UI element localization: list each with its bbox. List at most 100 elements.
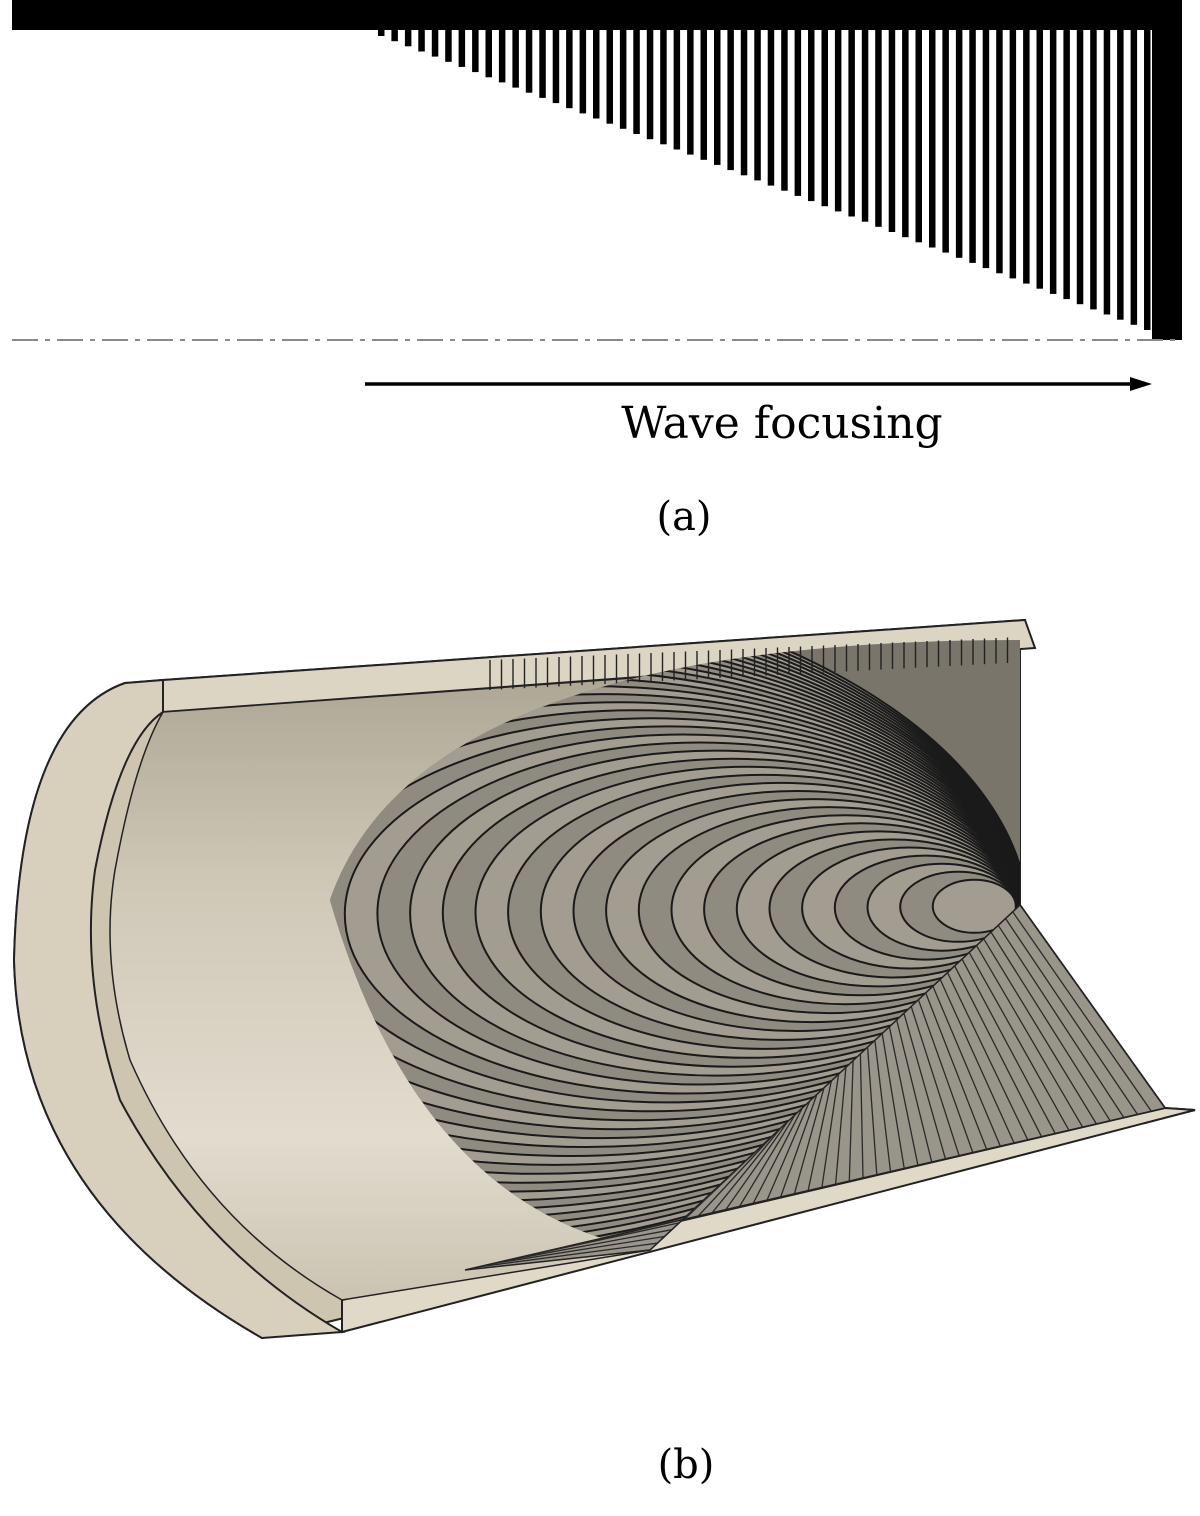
floor-rib (684, 1141, 767, 1220)
comb-tooth (808, 30, 815, 202)
floor-rib (917, 999, 974, 1153)
floor-rib (848, 1060, 854, 1182)
comb-tooth (512, 30, 519, 88)
comb-tooth (646, 30, 654, 140)
comb-tooth (727, 30, 734, 171)
comb-tooth (458, 30, 466, 67)
comb-tooth (673, 30, 681, 150)
comb-tooth (633, 30, 640, 134)
floor-rib (997, 924, 1125, 1118)
comb-tooth (1049, 30, 1057, 294)
shell-end-rim (12, 678, 346, 1340)
floor-rib (738, 1114, 796, 1207)
floor-rib (866, 1047, 878, 1175)
comb-tooth (942, 30, 949, 253)
comb-tooth (525, 30, 533, 93)
wave-arrow-head (1130, 377, 1152, 391)
comb-tooth (1130, 30, 1138, 325)
floor-rib (888, 1026, 919, 1166)
floor-rib (983, 938, 1097, 1125)
floor-rib (975, 945, 1084, 1128)
comb-tooth (552, 30, 560, 104)
floor-rib (492, 1235, 665, 1265)
comb-tooth (1090, 30, 1097, 310)
comb-tooth (794, 30, 802, 196)
comb-tooth (915, 30, 922, 243)
comb-tooth (781, 30, 788, 191)
caption-b: (b) (658, 1442, 715, 1488)
floor-rib (725, 1121, 789, 1210)
comb-tooth (579, 30, 587, 114)
floor-rib (780, 1094, 818, 1198)
floor-rib (881, 1033, 905, 1169)
floor-rib (821, 1074, 840, 1188)
floor-rib (939, 979, 1015, 1144)
comb-tooth (378, 30, 385, 36)
comb-tooth (821, 30, 828, 207)
floor-rib (1012, 911, 1152, 1112)
comb-tooth (619, 30, 627, 129)
top-bar (12, 0, 1182, 30)
comb-tooth (1144, 30, 1151, 330)
shell-top-edge (162, 618, 1037, 714)
comb-tooth (834, 30, 842, 212)
floor-rib (968, 952, 1070, 1131)
floor-rib (925, 992, 988, 1150)
floor-rib (506, 1229, 672, 1262)
comb-tooth (982, 30, 990, 269)
comb-tooth (445, 30, 452, 62)
floor-rib (478, 1242, 658, 1268)
fin-tops (489, 637, 1009, 690)
comb-tooth (687, 30, 694, 155)
comb-tooth (875, 30, 882, 227)
floor-rib (807, 1080, 833, 1191)
floor-rib (1004, 918, 1139, 1115)
floor-rib (961, 958, 1056, 1134)
comb-tooth (754, 30, 761, 181)
comb-tooth (660, 30, 667, 145)
comb-tooth (888, 30, 896, 232)
comb-tooth (472, 30, 479, 73)
comb-tooth (969, 30, 976, 263)
panel-a: Wave focusing (a) (12, 0, 1182, 540)
floor-rib (903, 1013, 947, 1159)
comb-teeth (378, 30, 1151, 330)
comb-tooth (996, 30, 1003, 274)
floor-rib (932, 985, 1001, 1147)
floor-rib (990, 931, 1111, 1122)
comb-tooth (431, 30, 439, 57)
comb-tooth (1063, 30, 1070, 300)
floor-rib (711, 1127, 782, 1214)
floor-rib (946, 972, 1029, 1141)
comb-tooth (714, 30, 721, 165)
wave-focusing-label: Wave focusing (621, 398, 942, 449)
comb-tooth (1076, 30, 1084, 305)
comb-tooth (740, 30, 748, 176)
comb-tooth (1103, 30, 1111, 315)
comb-tooth (485, 30, 492, 78)
floor-rib (697, 1134, 774, 1217)
comb-tooth (404, 30, 412, 47)
fin-rings (330, 640, 1020, 1250)
floor-rib (752, 1107, 803, 1204)
floor-rib (859, 1053, 864, 1178)
comb-tooth (700, 30, 707, 160)
floor-rib (896, 1019, 933, 1163)
end-block (1152, 30, 1182, 340)
comb-tooth (1009, 30, 1017, 279)
comb-tooth (902, 30, 909, 238)
floor-rib (874, 1040, 892, 1172)
floor-rib (834, 1067, 847, 1185)
comb-tooth (767, 30, 775, 186)
comb-tooth (391, 30, 398, 42)
comb-tooth (593, 30, 600, 119)
comb-tooth (1023, 30, 1030, 284)
comb-tooth (498, 30, 506, 83)
comb-tooth (955, 30, 963, 258)
fin-ring (931, 878, 1017, 934)
comb-tooth (861, 30, 869, 222)
comb-tooth (566, 30, 573, 109)
panel-b: (b) (12, 618, 1196, 1488)
comb-tooth (539, 30, 546, 98)
comb-tooth (606, 30, 613, 124)
